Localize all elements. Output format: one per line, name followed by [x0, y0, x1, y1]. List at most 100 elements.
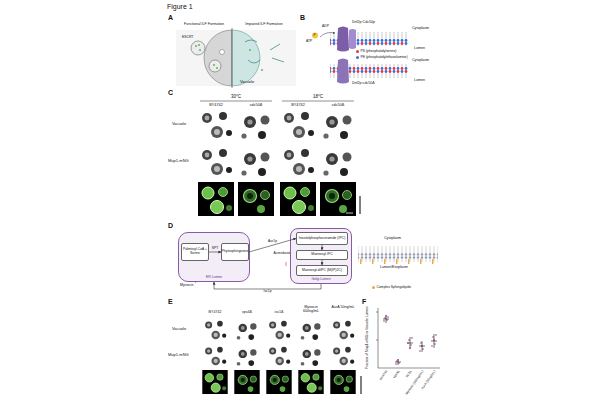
flippase-schematic: [337, 27, 349, 52]
panel-letter: B: [300, 14, 305, 22]
micrograph-grid: [198, 101, 360, 216]
edge-connector: [322, 260, 323, 265]
micrograph-grid: [266, 318, 291, 342]
membrane-schematic: [358, 246, 438, 262]
scatter-plot: [422, 341, 423, 352]
legend-swatch: [356, 50, 359, 53]
micrograph-grid: [202, 318, 361, 394]
metabolite-box: Mannosyl-IPC: [296, 250, 348, 260]
text-label: Dnf2p:Cdc50p: [352, 21, 375, 25]
text-label: BY4742: [280, 103, 316, 107]
text-label: ATP: [306, 40, 312, 44]
ilf-schematic: [191, 41, 205, 55]
scatter-plot: [434, 343, 436, 345]
ilf-schematic: [249, 49, 251, 51]
membrane-schematic: [408, 259, 409, 264]
legend-text: PS (phosphatidylserine): [361, 50, 397, 54]
micrograph-grid: [298, 344, 323, 368]
text-label: 18°C: [280, 95, 356, 100]
scatter-plot: [410, 344, 412, 346]
text-label: Functional ILF Formation: [178, 23, 230, 27]
micrograph-grid: [320, 108, 356, 142]
scatter-plot: [386, 319, 388, 321]
flippase-schematic: [320, 33, 335, 38]
membrane-schematic: [396, 259, 397, 264]
scatter-plot: [376, 312, 378, 313]
text-label: Mup1-mNG: [168, 159, 189, 163]
panel-letter: D: [168, 222, 173, 230]
node-text: Mannosyl-diIPC (M(IP)2C): [302, 269, 342, 273]
scatter-plot: [434, 334, 435, 348]
legend-text: PE (phosphatidylethanolamine): [361, 56, 408, 60]
micrograph-grid: [198, 182, 234, 216]
micrograph-grid: [298, 370, 323, 394]
ilf-schematic: [176, 30, 296, 86]
flippase-schematic: [333, 32, 335, 34]
micrograph-grid: [202, 344, 227, 368]
edge-connector: [322, 245, 323, 250]
ilf-schematic: [245, 40, 257, 42]
scatter-plot: [396, 360, 398, 362]
micrograph-grid: [238, 145, 274, 179]
text-label: cdc50Δ: [238, 103, 274, 107]
text-label: vps4Δ: [232, 311, 262, 315]
micrograph-grid: [198, 108, 234, 142]
text-label: Lumen: [414, 47, 425, 51]
scatter-plot: [432, 336, 434, 338]
scatter-plot: [386, 315, 387, 323]
scatter-plot: [398, 359, 399, 365]
ilf-schematic: [199, 49, 201, 51]
micrograph-grid: [234, 370, 259, 394]
node-text: Palmitoyl-CoA + Serine: [182, 248, 208, 255]
ilf-schematic: [216, 67, 218, 69]
micrograph-grid: [266, 344, 291, 368]
scatter-plot: [420, 342, 422, 344]
scatter-plot: [387, 316, 389, 318]
edge-connector: [209, 252, 221, 253]
ilf-schematic: [195, 45, 197, 47]
membrane-schematic: [360, 259, 361, 264]
scatter-plot: [378, 308, 379, 368]
node-text: Inositolphosphoceramide (IPC): [299, 237, 346, 241]
metabolite-box: Mannosyl-diIPC (M(IP)2C): [296, 265, 348, 276]
micrograph-grid: [234, 344, 259, 368]
micrograph-grid: [346, 213, 353, 214]
micrograph-grid: [280, 145, 316, 179]
ilf-schematic: [270, 44, 284, 62]
scatter-plot: [378, 368, 440, 369]
legend-row: Complex Sphingolipids: [372, 286, 411, 290]
ilf-schematic: [204, 30, 232, 86]
micrograph-grid: [280, 182, 316, 216]
scatter-plot: [422, 348, 424, 350]
scatter-plot: [411, 337, 413, 339]
text-label: BY4742: [198, 103, 234, 107]
panel-letter: E: [168, 298, 173, 306]
scatter-plot: [383, 315, 437, 365]
edge-label: SPT: [205, 247, 225, 251]
membrane-schematic: [432, 259, 433, 264]
text-label: vps4Δ: [375, 370, 401, 400]
ilf-schematic: [213, 64, 215, 66]
text-label: BY4742: [363, 370, 389, 400]
text-label: ESCRT: [182, 36, 193, 40]
scatter-plot: [435, 334, 437, 336]
micrograph-grid: [330, 344, 355, 368]
text-label: Fraction of Mup1-mNG in Vacuole Lumen: [366, 303, 370, 373]
node-text: Mannosyl-IPC: [311, 253, 332, 257]
flippase-schematic: [312, 33, 318, 39]
micrograph-grid: [234, 318, 259, 342]
micrograph-grid: [330, 370, 355, 394]
text-label: 30°C: [198, 95, 274, 100]
ilf-schematic: [198, 44, 200, 46]
micrograph-grid: [298, 318, 323, 342]
micrograph-grid: [238, 182, 274, 216]
text-label: Lumen/Exoplasm: [380, 266, 408, 270]
ilf-schematic: [220, 50, 225, 55]
flippase-schematic: [337, 59, 349, 84]
scatter-plot: [383, 315, 437, 365]
scatter-plot: [395, 363, 397, 365]
metabolite-box: Phytosphingosine: [221, 243, 249, 261]
text-label: AurA 50ng/mL: [328, 306, 358, 310]
